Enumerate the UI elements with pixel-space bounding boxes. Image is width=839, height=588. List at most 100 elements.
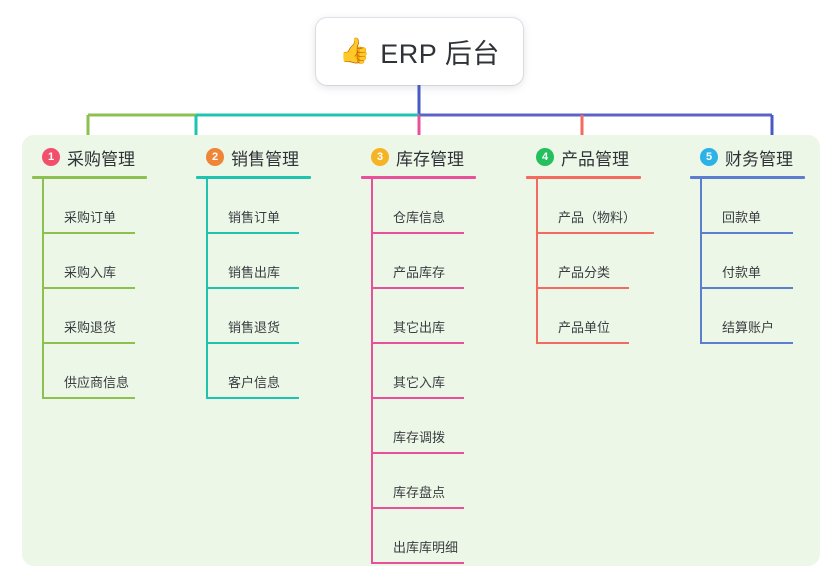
branch-header-库存管理[interactable]: 3 库存管理 [361,146,476,169]
branch-header-产品管理[interactable]: 4 产品管理 [526,146,641,169]
branch-column-财务管理: 5 财务管理回款单付款单结算账户 [690,146,805,344]
leaf-label: 回款单 [722,210,762,225]
leaf-item[interactable]: 回款单 [700,179,805,234]
branch-column-销售管理: 2 销售管理销售订单销售出库销售退货客户信息 [196,146,311,399]
leaf-item[interactable]: 客户信息 [206,344,311,399]
leaf-rule [371,397,464,399]
branch-header-rule [32,176,147,179]
leaf-rule [700,287,793,289]
branch-title: 库存管理 [396,149,464,169]
leaf-rule [371,287,464,289]
leaf-item[interactable]: 产品分类 [536,234,641,289]
leaf-rule [700,342,793,344]
leaf-rule [42,397,135,399]
leaf-rule [371,452,464,454]
leaf-rule [206,342,299,344]
leaf-label: 其它入库 [393,375,446,390]
leaf-label: 产品分类 [558,265,611,280]
leaf-item[interactable]: 销售订单 [206,179,311,234]
leaf-rule [371,507,464,509]
branch-column-采购管理: 1 采购管理采购订单采购入库采购退货供应商信息 [32,146,147,399]
branch-spine [536,179,538,344]
branch-index-badge: 1 [42,148,60,166]
leaf-item[interactable]: 库存调拨 [371,399,476,454]
leaf-label: 出库库明细 [393,540,459,555]
leaf-item[interactable]: 产品（物料） [536,179,654,234]
leaf-item[interactable]: 其它出库 [371,289,476,344]
leaf-item[interactable]: 产品单位 [536,289,641,344]
branch-spine [206,179,208,399]
root-node[interactable]: 👍 ERP 后台 [316,18,523,85]
leaf-label: 销售出库 [228,265,281,280]
leaf-item[interactable]: 付款单 [700,234,805,289]
leaf-item[interactable]: 采购订单 [42,179,147,234]
leaf-rule [700,232,793,234]
leaf-label: 其它出库 [393,320,446,335]
branch-header-采购管理[interactable]: 1 采购管理 [32,146,147,169]
leaf-item[interactable]: 结算账户 [700,289,805,344]
branch-index-badge: 4 [536,148,554,166]
leaf-label: 客户信息 [228,375,281,390]
branch-index-badge: 2 [206,148,224,166]
leaf-item[interactable]: 销售退货 [206,289,311,344]
branches-panel [22,135,820,566]
leaf-item[interactable]: 采购退货 [42,289,147,344]
leaf-label: 库存调拨 [393,430,446,445]
thumbs-up-icon: 👍 [339,37,371,65]
leaf-rule [536,287,629,289]
leaf-label: 结算账户 [722,320,775,335]
branch-title: 销售管理 [231,149,299,169]
leaf-list: 销售订单销售出库销售退货客户信息 [196,179,311,399]
leaf-list: 产品（物料） 产品分类产品单位 [526,179,654,344]
branch-title: 采购管理 [67,149,135,169]
leaf-rule [42,287,135,289]
leaf-label: 销售订单 [228,210,281,225]
branch-header-rule [361,176,476,179]
branch-spine [42,179,44,399]
leaf-rule [536,342,629,344]
branch-column-产品管理: 4 产品管理产品（物料） 产品分类产品单位 [526,146,654,344]
leaf-label: 产品（物料） [558,210,637,225]
branch-index-badge: 3 [371,148,389,166]
leaf-rule [42,342,135,344]
leaf-label: 仓库信息 [393,210,446,225]
leaf-item[interactable]: 出库库明细 [371,509,476,564]
leaf-rule [536,232,654,234]
leaf-item[interactable]: 销售出库 [206,234,311,289]
leaf-rule [371,562,464,564]
leaf-rule [371,232,464,234]
root-title: ERP 后台 [380,39,500,69]
leaf-rule [42,232,135,234]
branch-header-rule [690,176,805,179]
leaf-rule [206,232,299,234]
leaf-label: 产品单位 [558,320,611,335]
leaf-list: 仓库信息产品库存其它出库其它入库库存调拨库存盘点出库库明细 [361,179,476,564]
leaf-item[interactable]: 采购入库 [42,234,147,289]
leaf-label: 采购退货 [64,320,117,335]
leaf-label: 销售退货 [228,320,281,335]
leaf-label: 付款单 [722,265,762,280]
branch-header-销售管理[interactable]: 2 销售管理 [196,146,311,169]
branch-index-badge: 5 [700,148,718,166]
leaf-label: 采购入库 [64,265,117,280]
branch-header-rule [526,176,641,179]
leaf-item[interactable]: 库存盘点 [371,454,476,509]
branch-header-rule [196,176,311,179]
leaf-label: 供应商信息 [64,375,130,390]
leaf-item[interactable]: 产品库存 [371,234,476,289]
leaf-label: 采购订单 [64,210,117,225]
branch-title: 财务管理 [725,149,793,169]
leaf-list: 回款单付款单结算账户 [690,179,805,344]
leaf-item[interactable]: 供应商信息 [42,344,147,399]
leaf-item[interactable]: 其它入库 [371,344,476,399]
leaf-label: 库存盘点 [393,485,446,500]
leaf-rule [206,397,299,399]
branch-spine [700,179,702,344]
leaf-item[interactable]: 仓库信息 [371,179,476,234]
branch-title: 产品管理 [561,149,629,169]
leaf-rule [371,342,464,344]
leaf-label: 产品库存 [393,265,446,280]
branch-column-库存管理: 3 库存管理仓库信息产品库存其它出库其它入库库存调拨库存盘点出库库明细 [361,146,476,564]
branch-header-财务管理[interactable]: 5 财务管理 [690,146,805,169]
